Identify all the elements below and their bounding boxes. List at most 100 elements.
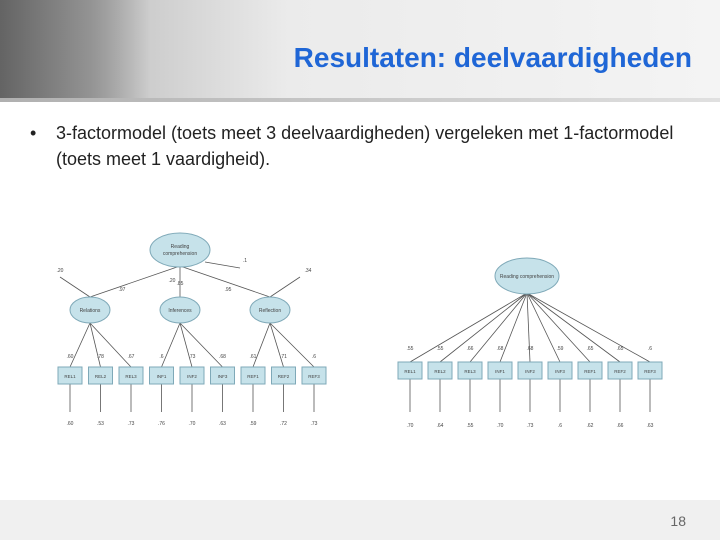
factor-label: Reflection	[259, 308, 281, 314]
second-order-factor-node	[149, 232, 211, 268]
error-value-label: .6	[558, 423, 562, 429]
factor-label: Inferences	[168, 308, 192, 314]
indicator-label: REL1	[64, 374, 76, 379]
side-loading-label: .20	[57, 268, 64, 274]
indicator-loading-label: .6	[159, 354, 163, 360]
indicator-loading-label: .61	[250, 354, 257, 360]
indicator-box	[210, 366, 235, 385]
indicator-label: REF2	[278, 374, 290, 379]
indicator-loading-label: .68	[527, 346, 534, 352]
factor-to-indicator-path	[179, 322, 223, 368]
second-order-factor-label: comprehension	[163, 251, 197, 257]
indicator-label: INF2	[525, 369, 535, 374]
factor-to-indicator-path	[161, 322, 181, 368]
indicator-label: REL1	[404, 369, 416, 374]
indicator-loading-label: .71	[280, 354, 287, 360]
page-number: 18	[670, 513, 686, 529]
factor-to-indicator-path	[269, 322, 284, 368]
indicator-box	[637, 361, 663, 380]
indicator-label: INF1	[157, 374, 167, 379]
indicator-loading-label: .65	[617, 346, 624, 352]
indicator-loading-label: .59	[557, 346, 564, 352]
error-value-label: .60	[67, 421, 74, 427]
factor-to-indicator-path	[409, 292, 528, 363]
header-divider	[0, 98, 720, 102]
disturbance-path	[269, 276, 301, 298]
header-photo	[0, 0, 150, 100]
error-value-label: .76	[158, 421, 165, 427]
error-value-label: .59	[250, 421, 257, 427]
factor-to-indicator-path	[89, 322, 101, 368]
indicator-loading-label: .68	[497, 346, 504, 352]
indicator-label: INF3	[218, 374, 228, 379]
indicator-label: INF3	[555, 369, 565, 374]
second-order-factor-label: Reading	[171, 244, 190, 250]
indicator-box	[88, 366, 113, 385]
indicator-box	[271, 366, 296, 385]
disturbance-path	[204, 261, 241, 269]
indicator-label: REL2	[95, 374, 107, 379]
top-loading-label: .97	[119, 287, 126, 293]
indicator-loading-label: .68	[219, 354, 226, 360]
factor-to-indicator-path	[69, 322, 91, 368]
factor-to-indicator-path	[469, 292, 528, 363]
indicator-box	[57, 366, 83, 385]
error-value-label: .55	[467, 423, 474, 429]
indicator-box	[577, 361, 603, 380]
indicator-loading-label: .6	[312, 354, 316, 360]
factor-label: Relations	[80, 308, 101, 314]
top-loading-label: .95	[225, 287, 232, 293]
indicator-loading-label: .66	[467, 346, 474, 352]
error-value-label: .73	[311, 421, 318, 427]
bullet-item: • 3-factormodel (toets meet 3 deelvaardi…	[30, 120, 700, 172]
single-factor-label: Reading comprehension	[500, 274, 554, 280]
indicator-loading-label: .6	[648, 346, 652, 352]
indicator-label: REL2	[434, 369, 446, 374]
factor-to-indicator-path	[252, 322, 271, 368]
factor-to-indicator-path	[526, 292, 531, 363]
indicator-label: REF3	[308, 374, 320, 379]
indicator-loading-label: .55	[407, 346, 414, 352]
factor-to-indicator-path	[269, 322, 315, 368]
bullet-text: 3-factormodel (toets meet 3 deelvaardigh…	[56, 123, 674, 169]
indicator-box	[149, 366, 174, 385]
factor-to-indicator-path	[89, 322, 132, 368]
top-to-factor-path	[89, 265, 181, 298]
factor-to-indicator-path	[439, 292, 528, 363]
factor-to-indicator-path	[526, 292, 591, 363]
side-loading-label: .20	[169, 278, 176, 284]
error-value-label: .64	[437, 423, 444, 429]
indicator-box	[397, 361, 423, 380]
indicator-label: REF1	[247, 374, 259, 379]
indicator-loading-label: .60	[67, 354, 74, 360]
error-value-label: .73	[128, 421, 135, 427]
indicator-label: INF1	[495, 369, 505, 374]
indicator-label: REF2	[614, 369, 626, 374]
factor-to-indicator-path	[526, 292, 651, 363]
indicator-box	[457, 361, 483, 380]
indicator-box	[301, 366, 327, 385]
error-value-label: .62	[587, 423, 594, 429]
indicator-loading-label: .67	[128, 354, 135, 360]
indicator-box	[487, 361, 513, 380]
error-value-label: .66	[617, 423, 624, 429]
indicator-loading-label: .78	[97, 354, 104, 360]
factor-node	[159, 296, 201, 324]
factor-to-indicator-path	[499, 292, 528, 363]
disturbance-path	[59, 276, 91, 298]
indicator-box	[118, 366, 144, 385]
indicator-label: REF1	[584, 369, 596, 374]
indicator-loading-label: .55	[437, 346, 444, 352]
error-value-label: .70	[497, 423, 504, 429]
error-value-label: .70	[189, 421, 196, 427]
factor-node	[69, 296, 111, 324]
footer-band	[0, 500, 720, 540]
error-value-label: .73	[527, 423, 534, 429]
indicator-box	[427, 361, 453, 380]
single-factor-node	[494, 257, 560, 295]
top-to-factor-path	[179, 265, 271, 298]
factor-to-indicator-path	[526, 292, 621, 363]
indicator-label: REL3	[125, 374, 137, 379]
indicator-label: INF2	[187, 374, 197, 379]
